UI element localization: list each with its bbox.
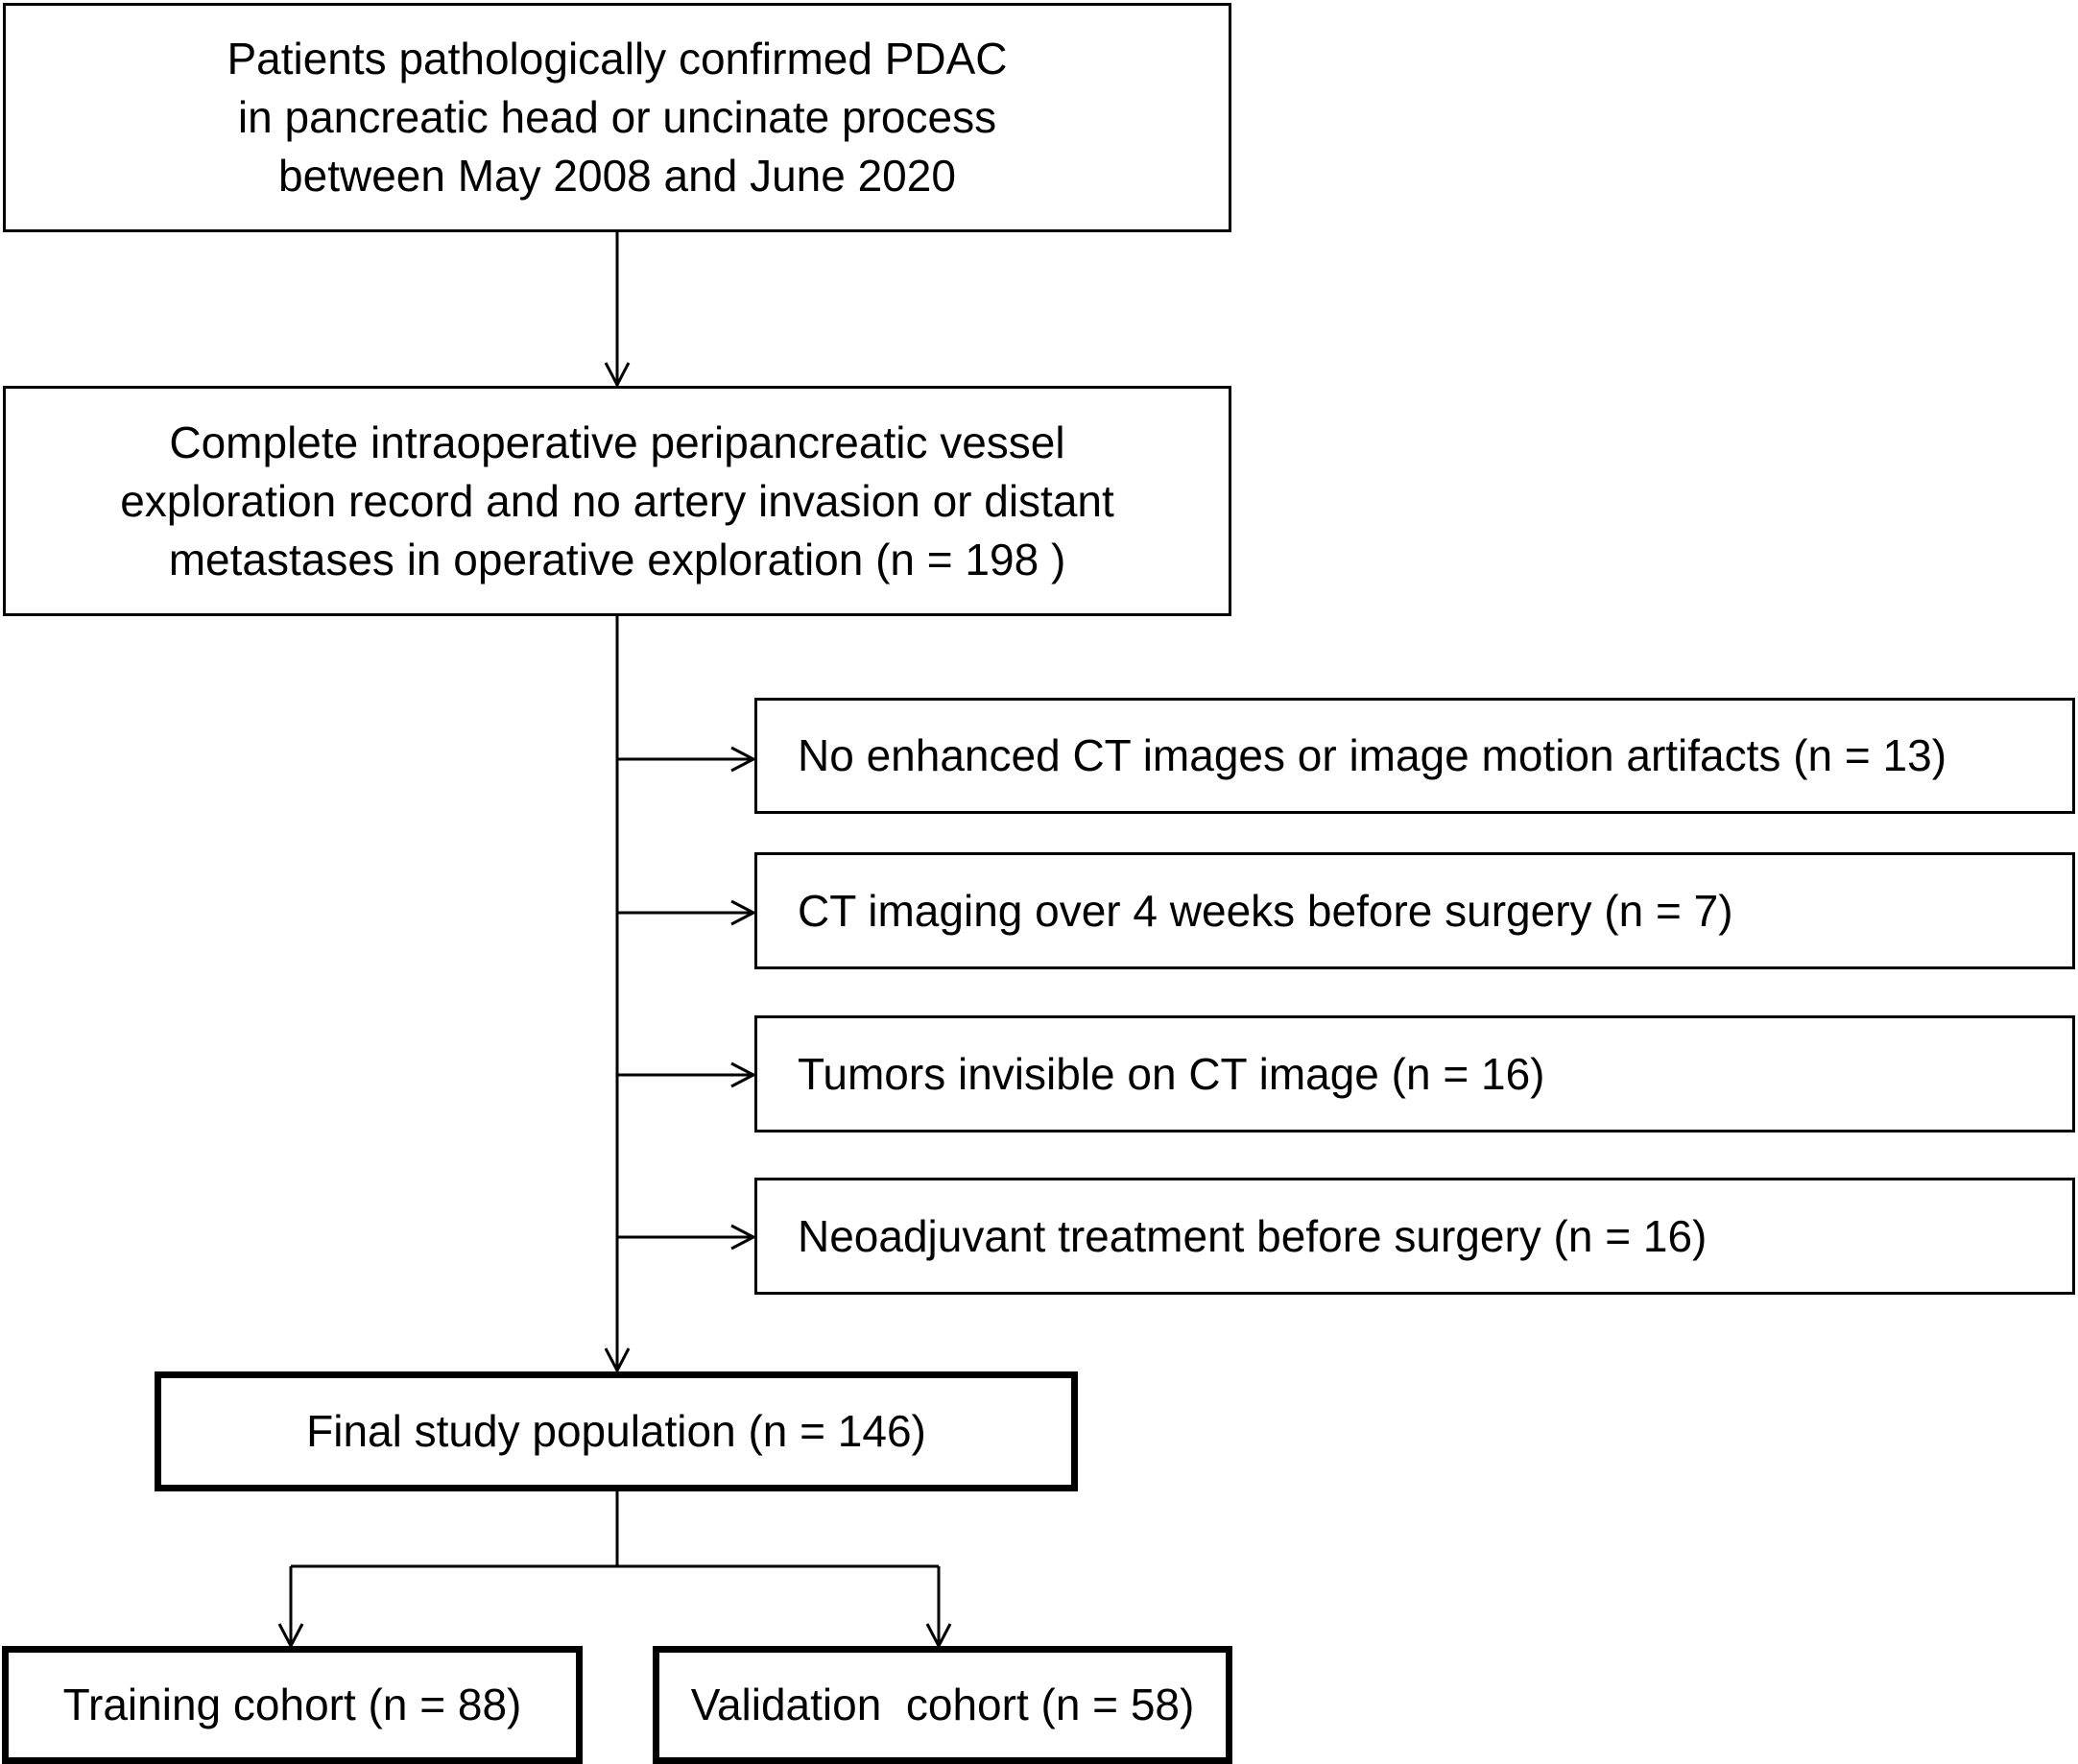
exclusion-box-3: Tumors invisible on CT image (n = 16) bbox=[754, 1015, 2075, 1132]
exclusion-box-1: No enhanced CT images or image motion ar… bbox=[754, 698, 2075, 814]
validation-cohort-label: Validation cohort (n = 58) bbox=[690, 1680, 1195, 1729]
initial-patients-line-3: between May 2008 and June 2020 bbox=[278, 151, 956, 201]
arrowhead-eligible bbox=[604, 362, 631, 389]
eligible-patients-line-1: Complete intraoperative peripancreatic v… bbox=[169, 417, 1065, 467]
initial-patients-line-1: Patients pathologically confirmed PDAC bbox=[227, 34, 1008, 83]
initial-patients-box: Patients pathologically confirmed PDAC i… bbox=[3, 3, 1231, 232]
arrowhead-exclusion-4 bbox=[730, 1224, 757, 1251]
final-population-box: Final study population (n = 146) bbox=[155, 1371, 1078, 1491]
arrowhead-final bbox=[604, 1347, 631, 1374]
exclusion-label-2: CT imaging over 4 weeks before surgery (… bbox=[798, 885, 1733, 936]
eligible-patients-line-3: metastases in operative exploration (n =… bbox=[168, 534, 1066, 584]
exclusion-label-1: No enhanced CT images or image motion ar… bbox=[798, 730, 1947, 780]
exclusion-box-4: Neoadjuvant treatment before surgery (n … bbox=[754, 1178, 2075, 1295]
final-population-label: Final study population (n = 146) bbox=[306, 1406, 926, 1456]
training-cohort-box: Training cohort (n = 88) bbox=[2, 1646, 583, 1764]
initial-patients-line-2: in pancreatic head or uncinate process bbox=[237, 92, 997, 142]
arrowhead-exclusion-3 bbox=[730, 1061, 757, 1088]
arrowhead-exclusion-1 bbox=[730, 746, 757, 773]
training-cohort-label: Training cohort (n = 88) bbox=[62, 1680, 522, 1729]
validation-cohort-box: Validation cohort (n = 58) bbox=[653, 1646, 1232, 1764]
exclusion-box-2: CT imaging over 4 weeks before surgery (… bbox=[754, 852, 2075, 969]
eligible-patients-line-2: exploration record and no artery invasio… bbox=[120, 475, 1114, 526]
arrowhead-exclusion-2 bbox=[730, 899, 757, 926]
eligible-patients-box: Complete intraoperative peripancreatic v… bbox=[3, 386, 1231, 616]
exclusion-label-4: Neoadjuvant treatment before surgery (n … bbox=[798, 1210, 1708, 1261]
exclusion-label-3: Tumors invisible on CT image (n = 16) bbox=[798, 1048, 1545, 1099]
